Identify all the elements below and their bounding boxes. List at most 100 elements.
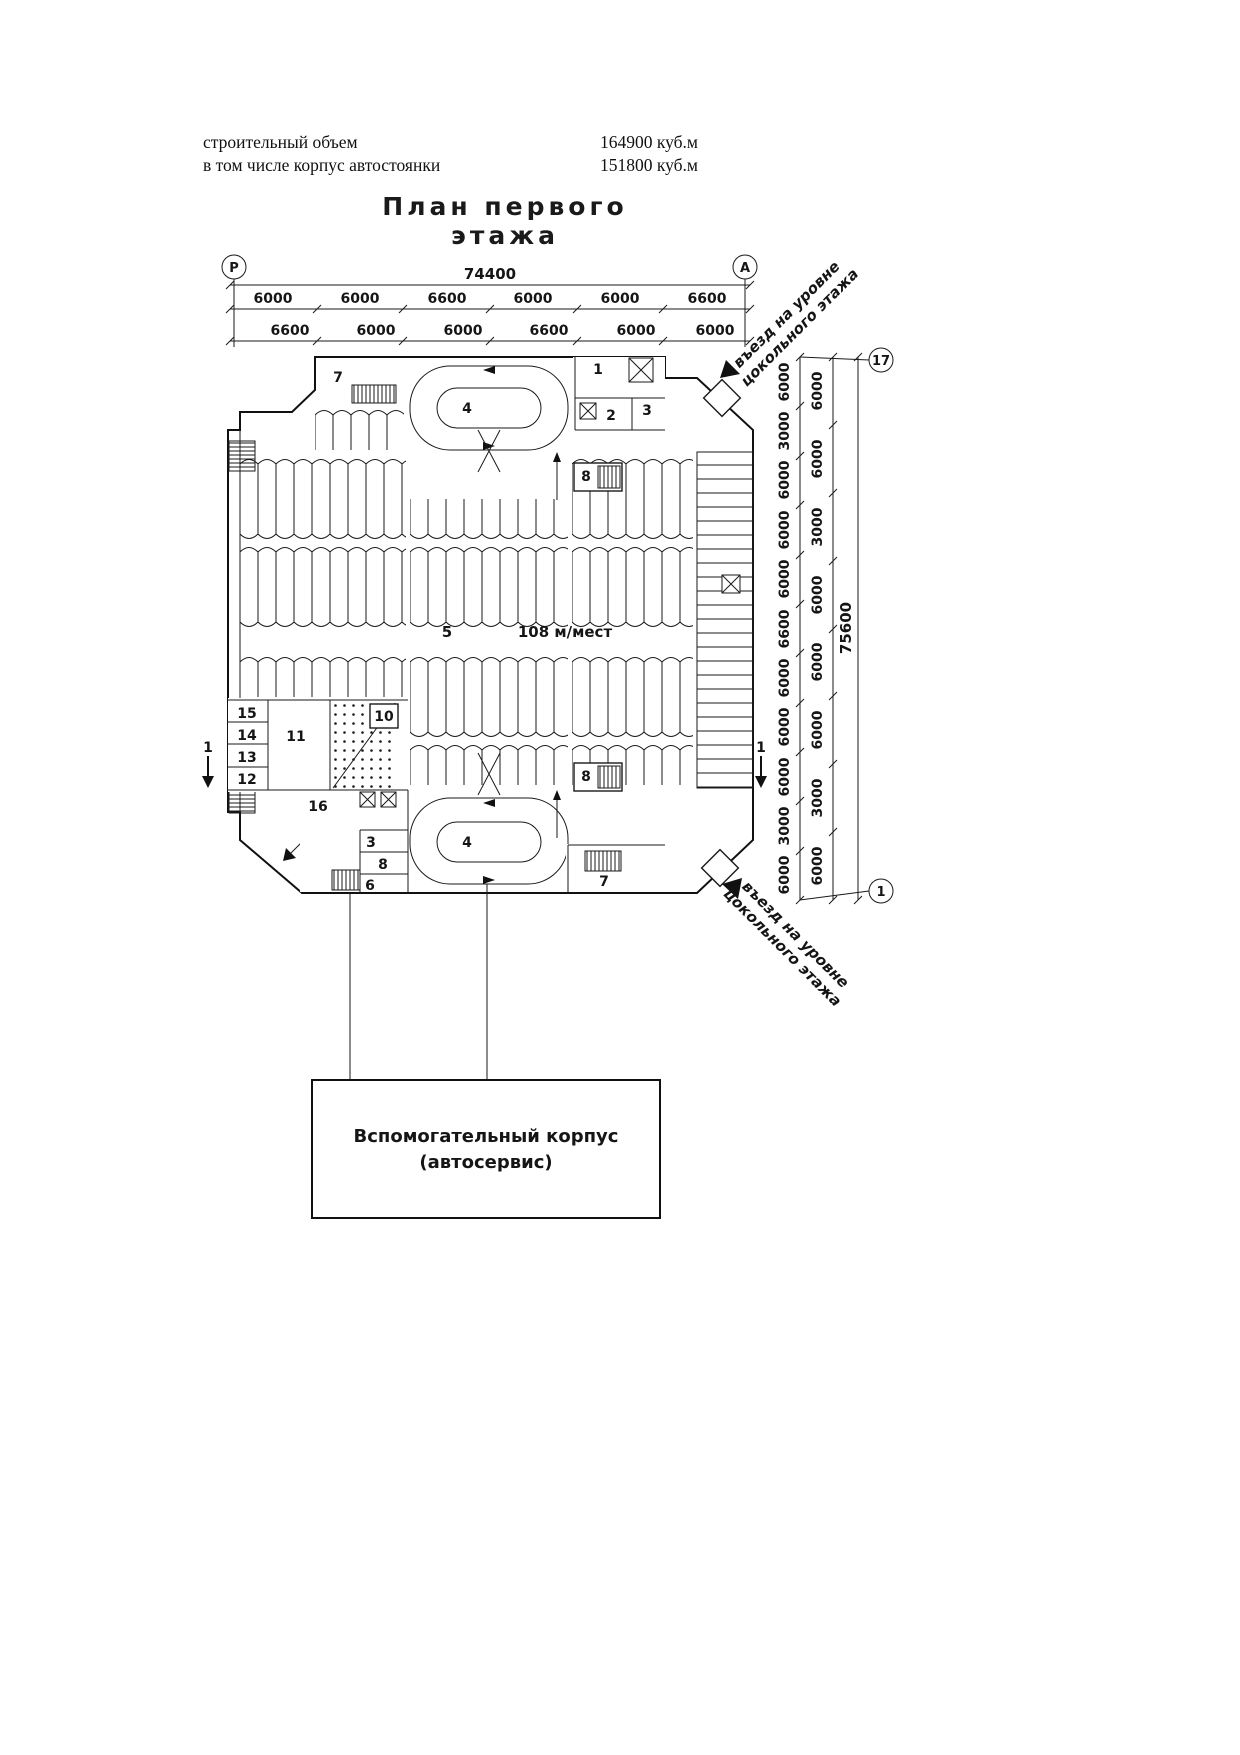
room-label-8-lower: 8 [581,769,591,785]
dim-top2-1: 6000 [357,323,396,339]
elevator-icon [628,357,654,383]
up-arrow-icon [553,452,561,462]
dim-top1-2: 6600 [428,291,467,307]
stair-icon [597,765,621,789]
room-label-14: 14 [237,728,257,744]
dim-right-inner-3: 6000 [777,510,793,549]
aux-building: Вспомогательный корпус (автосервис) [311,884,661,1219]
dim-right-inner-8: 6000 [777,757,793,796]
axis-bubble-17: 17 [868,347,894,373]
dim-right-inner-6: 6000 [777,658,793,697]
room-label-3-top: 3 [642,403,652,419]
room-label-1: 1 [593,362,603,378]
stair-icon [584,850,622,872]
dim-total-height: 75600 [837,602,855,654]
dim-top1-1: 6000 [341,291,380,307]
ramp-loop-top [404,358,574,473]
section-label-right: 1 [756,740,766,756]
aux-building-label-1: Вспомогательный корпус [354,1126,619,1147]
room-label-11: 11 [286,729,305,745]
ramp-arrow-right-icon [483,876,495,884]
up-arrow-icon [553,790,561,800]
dim-top1-3: 6000 [514,291,553,307]
dim-right-inner-7: 6000 [777,707,793,746]
room-label-7-top: 7 [333,370,343,386]
dim-right-outer-2: 3000 [810,507,826,546]
axis-bubble-right: А [732,254,758,280]
dim-top1-0: 6000 [254,291,293,307]
room-label-6: 6 [365,878,375,894]
stair-icon [228,440,256,472]
dim-total-width: 74400 [464,265,516,283]
entry-bottom-line1: въезд на уровне [738,877,852,991]
room-label-5: 5 [442,623,452,641]
axis-bubble-1-label: 1 [876,885,885,900]
entry-ramp-bottom [700,848,742,899]
dimension-chain-top: 74400 6000 6000 6600 6000 6000 6600 6600… [221,254,758,347]
axis-bubble-left: Р [221,254,247,280]
section-label-left: 1 [203,740,213,756]
section-triangle-icon [202,776,214,788]
axis-bubble-1: 1 [868,878,894,904]
dim-top2-5: 6000 [696,323,735,339]
room-label-16: 16 [308,799,327,815]
dim-right-inner-0: 6000 [777,362,793,401]
header-volume-value: 164900 куб.м [600,132,699,152]
entry-arrow-icon [722,878,742,899]
header-volume-label: строительный объем [203,132,358,152]
dim-right-inner-2: 6000 [777,460,793,499]
dim-right-outer-0: 6000 [810,371,826,410]
elevator-icon [380,791,397,808]
stair-icon [351,384,397,404]
room-label-13: 13 [237,750,256,766]
stair-icon [331,869,361,891]
room-label-3-low: 3 [366,835,376,851]
dim-right-outer-3: 6000 [810,575,826,614]
room-label-2: 2 [606,408,616,424]
exit-arrow-icon [283,848,296,861]
elevator-icon [359,791,376,808]
room-label-15: 15 [237,706,256,722]
dim-right-inner-1: 3000 [777,411,793,450]
section-triangle-icon [755,776,767,788]
room-label-7-low: 7 [599,874,609,890]
entry-bottom-line2: цокольного этажа [720,885,845,1010]
capacity-label: 108 м/мест [518,623,613,641]
dim-top1-5: 6600 [688,291,727,307]
dim-right-inner-5: 6600 [777,609,793,648]
room-label-8-left: 8 [378,857,388,873]
elevator-icon [721,574,741,594]
section-marks: 1 1 [202,740,767,788]
ramp-arrow-left-icon [483,366,495,374]
room-label-8-upper: 8 [581,469,591,485]
room-label-10: 10 [374,709,394,725]
room-label-12: 12 [237,772,256,788]
aux-building-label-2: (автосервис) [419,1152,552,1173]
dim-right-inner-4: 6000 [777,559,793,598]
entry-top-line2: цокольного этажа [737,265,862,390]
dim-top2-3: 6600 [530,323,569,339]
header-parking-label: в том числе корпус автостоянки [203,155,441,175]
axis-bubble-right-label: А [740,261,750,276]
dim-right-outer-7: 6000 [810,846,826,885]
stair-icon [597,465,621,489]
dim-top2-2: 6000 [444,323,483,339]
entry-arrow-icon [720,360,740,378]
dim-top1-4: 6000 [601,291,640,307]
dim-right-inner-10: 6000 [777,855,793,894]
ramp-arrow-left-icon [483,799,495,807]
ramp-loop-bottom [404,752,574,890]
axis-bubble-17-label: 17 [872,354,890,369]
dim-right-inner-9: 3000 [777,806,793,845]
room-labels: 7 1 2 3 4 8 5 108 м/мест 10 11 15 14 13 … [237,362,652,894]
dim-right-outer-4: 6000 [810,642,826,681]
drawing-title: План первого этажа [382,192,628,250]
entry-ramp-top [702,360,742,418]
dimension-chain-right: 6000 3000 6000 6000 6000 6600 6000 6000 … [777,347,894,905]
dim-top2-4: 6000 [617,323,656,339]
elevator-icon [579,402,597,420]
axis-bubble-left-label: Р [229,261,239,276]
dim-right-outer-1: 6000 [810,439,826,478]
